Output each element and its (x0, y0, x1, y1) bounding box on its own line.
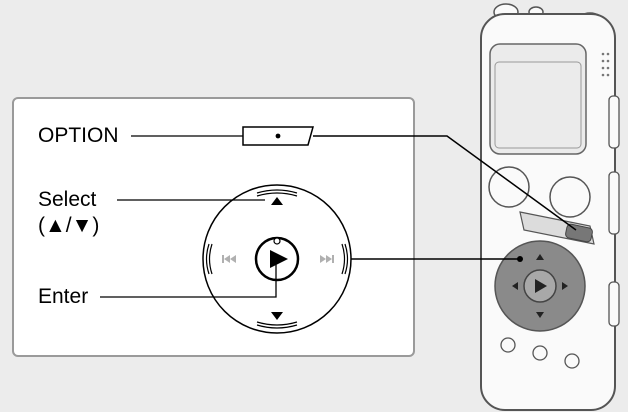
control-pad-arc-down-outer (256, 321, 298, 326)
device-lower-button-2 (532, 345, 548, 361)
control-pad-arc-left-outer (208, 243, 213, 275)
device-side-button-1 (608, 95, 620, 149)
device-lower-button-3 (564, 353, 580, 369)
option-connector-line (313, 135, 577, 231)
select-arrows-label: (▲/▼) (38, 214, 100, 237)
skip-previous-icon (222, 255, 236, 263)
enter-leader-line (100, 260, 277, 298)
triangle-up-icon (271, 197, 283, 205)
device-display (489, 43, 587, 155)
control-pad-arc-left-inner (205, 243, 210, 275)
control-pad-connector-dot (517, 256, 523, 262)
device-down-icon (536, 312, 544, 318)
play-icon (270, 250, 288, 268)
device-up-icon (536, 254, 544, 260)
control-pad-arc-right-inner (344, 243, 349, 275)
enter-button-dot (273, 237, 281, 245)
control-pad-arc-up-outer (256, 189, 298, 194)
option-button-dot (275, 133, 281, 139)
enter-label: Enter (38, 285, 89, 308)
option-label: OPTION (38, 124, 119, 147)
device-record-button (488, 166, 530, 208)
device-option-button (565, 223, 593, 243)
microphone-grille (601, 52, 610, 77)
triangle-down-icon (271, 312, 283, 320)
device-side-switch (608, 281, 620, 327)
device-stop-button (549, 176, 591, 218)
voice-recorder-device (480, 3, 620, 411)
control-pad-arc-down-inner (256, 324, 298, 329)
control-pad-arc-up-inner (256, 192, 298, 197)
device-next-icon (562, 282, 568, 290)
skip-next-icon (320, 255, 334, 263)
control-pad-arc-right-outer (341, 243, 346, 275)
device-display-screen (494, 61, 582, 149)
select-label: Select (38, 188, 97, 211)
device-prev-icon (512, 282, 518, 290)
device-lower-button-1 (500, 337, 516, 353)
control-pad (202, 184, 352, 334)
device-play-icon (535, 279, 547, 293)
device-side-button-2 (608, 171, 620, 235)
